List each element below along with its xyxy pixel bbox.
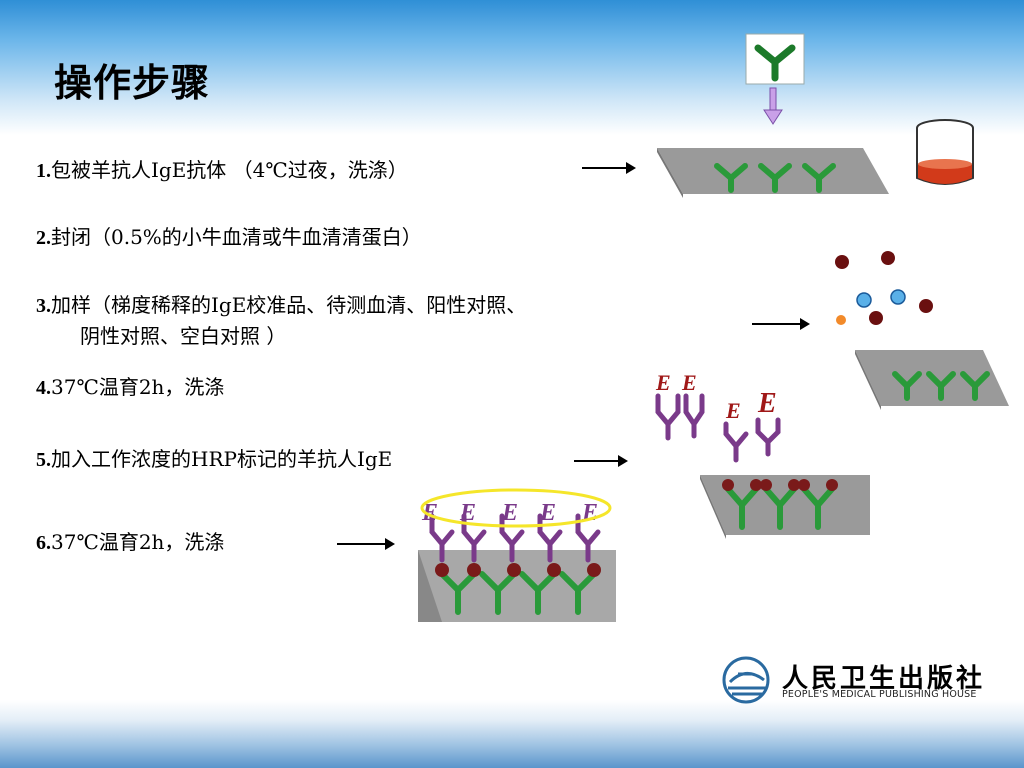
enzyme-label: E	[581, 500, 598, 526]
enzyme-label: E	[725, 398, 741, 423]
step-number: 3.	[36, 295, 51, 317]
arrow-step-1	[582, 162, 636, 174]
highlight-ellipse	[420, 488, 612, 528]
step-number: 1.	[36, 160, 51, 182]
coated-plate-1	[657, 148, 889, 198]
enzyme-label: E	[655, 370, 671, 395]
coated-plate-5	[700, 475, 870, 539]
step-number: 6.	[36, 532, 51, 554]
slide-title: 操作步骤	[54, 61, 211, 105]
step-6: 6.37℃温育2h，洗涤	[36, 527, 224, 558]
step-2: 2.封闭（0.5%的小牛血清或牛血清清蛋白）	[36, 222, 422, 253]
step-text: 37℃温育2h，洗涤	[51, 375, 225, 399]
sample-particles	[835, 251, 933, 325]
sandwich-plate: E E E E E	[418, 488, 616, 622]
enzyme-label: E	[421, 500, 438, 526]
enzyme-label: E	[539, 500, 556, 526]
step-5: 5.加入工作浓度的HRP标记的羊抗人IgE	[36, 444, 392, 475]
enzyme-label: E	[757, 388, 777, 419]
step-number: 2.	[36, 227, 51, 249]
beaker-icon	[916, 119, 974, 185]
arrow-step-6	[337, 538, 395, 550]
arrow-step-3	[752, 318, 810, 330]
step-text: 封闭（0.5%的小牛血清或牛血清清蛋白）	[51, 225, 422, 249]
step-text: 37℃温育2h，洗涤	[51, 530, 225, 554]
publisher-name-cn: 人民卫生出版社	[782, 664, 986, 694]
step-text: 包被羊抗人IgE抗体 （4℃过夜，洗涤）	[51, 158, 408, 182]
antibody-icon-box	[745, 33, 805, 125]
coated-plate-3	[855, 350, 1009, 410]
enzyme-label: E	[501, 500, 518, 526]
step-text: 加样（梯度稀释的IgE校准品、待测血清、阳性对照、	[51, 293, 527, 317]
step-text-continued: 阴性对照、空白对照 ）	[80, 324, 287, 348]
enzyme-labeled-antibodies: E E E E	[655, 370, 781, 463]
enzyme-label: E	[459, 500, 476, 526]
step-3: 3.加样（梯度稀释的IgE校准品、待测血清、阳性对照、 阴性对照、空白对照 ）	[36, 290, 526, 351]
publisher-name-en: PEOPLE'S MEDICAL PUBLISHING HOUSE	[782, 689, 977, 700]
enzyme-label: E	[681, 370, 697, 395]
arrow-step-5	[574, 455, 628, 467]
step-number: 4.	[36, 377, 51, 399]
step-number: 5.	[36, 449, 51, 471]
step-text: 加入工作浓度的HRP标记的羊抗人IgE	[51, 447, 393, 471]
publisher-logo-icon	[722, 656, 770, 704]
step-1: 1.包被羊抗人IgE抗体 （4℃过夜，洗涤）	[36, 155, 408, 186]
step-4: 4.37℃温育2h，洗涤	[36, 372, 224, 403]
